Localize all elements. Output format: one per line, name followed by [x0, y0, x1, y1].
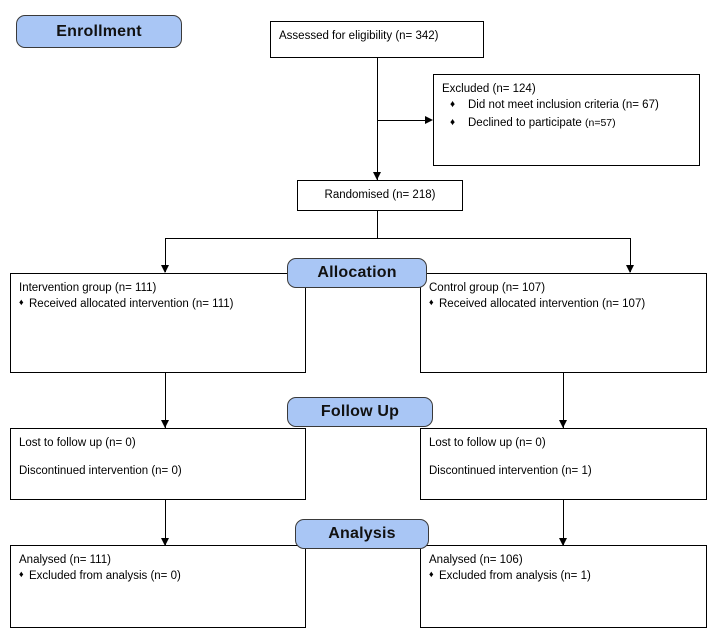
followup-intervention-line1: Lost to follow up (n= 0) [19, 437, 136, 449]
node-excluded: Excluded (n= 124) Did not meet inclusion… [433, 74, 700, 166]
stage-banner-followup: Follow Up [287, 397, 433, 427]
excluded-bullet-0: Did not meet inclusion criteria (n= 67) [442, 98, 691, 113]
followup-intervention-line2: Discontinued intervention (n= 0) [19, 465, 182, 478]
arrowhead-to-intervention-followup [160, 420, 169, 428]
node-allocation-control: Control group (n= 107) Received allocate… [420, 273, 707, 373]
arrowhead-to-randomised [372, 172, 381, 180]
followup-intervention-spacer [19, 451, 297, 464]
stage-banner-allocation: Allocation [287, 258, 427, 288]
connector-randomised-down [377, 210, 378, 238]
node-randomised: Randomised (n= 218) [297, 180, 463, 211]
allocation-intervention-bullet-list: Received allocated intervention (n= 111) [19, 297, 297, 312]
allocation-control-bullet-0: Received allocated intervention (n= 107) [429, 297, 698, 312]
excluded-bullet-1: Declined to participate (n=57) [442, 116, 691, 131]
analysis-intervention-bullet-0: Excluded from analysis (n= 0) [19, 569, 297, 584]
node-followup-intervention: Lost to follow up (n= 0) Discontinued in… [10, 428, 306, 500]
followup-control-line1: Lost to follow up (n= 0) [429, 437, 546, 449]
node-allocation-intervention: Intervention group (n= 111) Received all… [10, 273, 306, 373]
stage-label-followup: Follow Up [320, 403, 400, 420]
stage-label-enrollment: Enrollment [56, 22, 142, 40]
node-analysis-intervention: Analysed (n= 111) Excluded from analysis… [10, 545, 306, 628]
excluded-bullet-list: Did not meet inclusion criteria (n= 67) … [442, 98, 691, 131]
connector-split-right [630, 238, 631, 272]
allocation-control-bullet-list: Received allocated intervention (n= 107) [429, 297, 698, 312]
connector-assessed-trunk [377, 57, 378, 180]
arrowhead-to-control-followup [558, 420, 567, 428]
analysis-control-title: Analysed (n= 106) [429, 554, 523, 566]
excluded-bullet-0-text: Did not meet inclusion criteria (n= 67) [468, 99, 659, 112]
stage-label-allocation: Allocation [317, 264, 397, 281]
excluded-bullet-1-text: Declined to participate [468, 117, 585, 130]
node-followup-control: Lost to follow up (n= 0) Discontinued in… [420, 428, 707, 500]
assessed-title: Assessed for eligibility (n= 342) [279, 30, 439, 42]
analysis-control-bullet-list: Excluded from analysis (n= 1) [429, 569, 698, 584]
followup-control-spacer [429, 451, 698, 464]
connector-followup-analysis-left [165, 500, 166, 545]
arrowhead-to-intervention-allocation [160, 265, 169, 273]
connector-alloc-followup-left [165, 373, 166, 428]
excluded-bullet-1-count: (n=57) [584, 117, 616, 130]
stage-label-analysis: Analysis [328, 525, 396, 542]
connector-split-left [165, 238, 166, 272]
allocation-intervention-bullet-0: Received allocated intervention (n= 111) [19, 297, 297, 312]
arrowhead-to-excluded [425, 116, 433, 124]
analysis-intervention-bullet-list: Excluded from analysis (n= 0) [19, 569, 297, 584]
allocation-intervention-title: Intervention group (n= 111) [19, 282, 157, 294]
arrowhead-to-control-analysis [558, 538, 567, 546]
allocation-control-title: Control group (n= 107) [429, 282, 546, 294]
node-assessed-for-eligibility: Assessed for eligibility (n= 342) [270, 21, 484, 58]
arrowhead-to-intervention-analysis [160, 538, 169, 546]
connector-excluded-branch [377, 120, 427, 121]
arrowhead-to-control-allocation [625, 265, 634, 273]
connector-split-bar [165, 238, 630, 239]
followup-control-line2: Discontinued intervention (n= 1) [429, 465, 592, 478]
randomised-title: Randomised (n= 218) [324, 189, 436, 202]
analysis-control-bullet-0: Excluded from analysis (n= 1) [429, 569, 698, 584]
stage-banner-analysis: Analysis [295, 519, 429, 549]
node-analysis-control: Analysed (n= 106) Excluded from analysis… [420, 545, 707, 628]
connector-alloc-followup-right [563, 373, 564, 428]
stage-banner-enrollment: Enrollment [16, 15, 182, 48]
connector-followup-analysis-right [563, 500, 564, 545]
excluded-title: Excluded (n= 124) [442, 83, 536, 95]
analysis-intervention-title: Analysed (n= 111) [19, 554, 111, 566]
